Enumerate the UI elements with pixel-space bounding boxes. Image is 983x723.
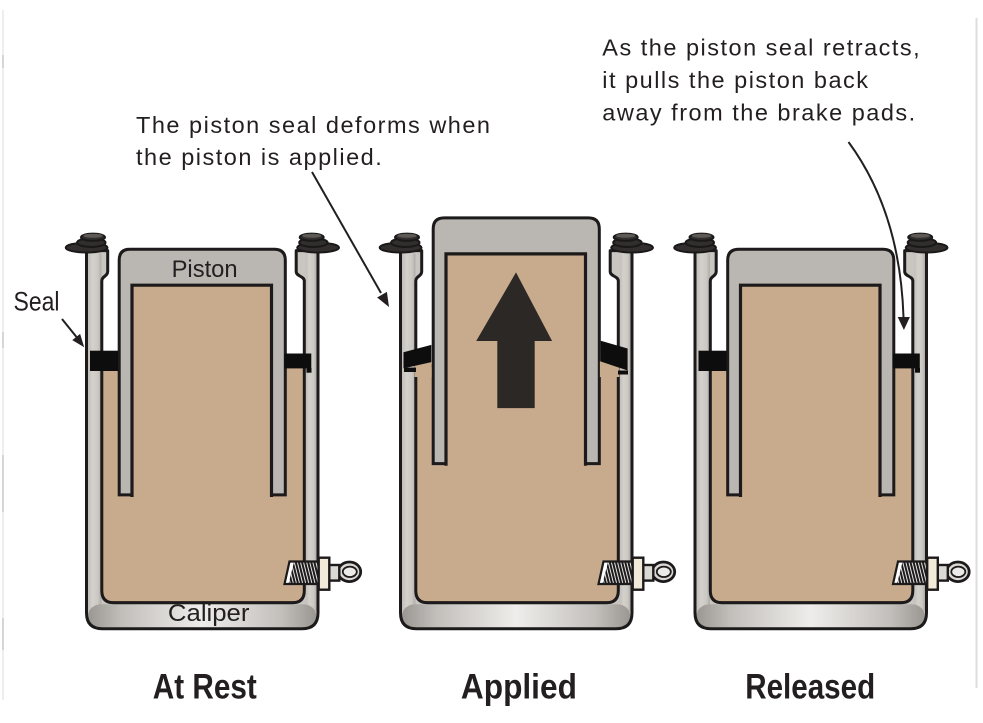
svg-text:The piston seal deforms when: The piston seal deforms when (136, 112, 492, 138)
svg-text:Seal: Seal (14, 287, 60, 317)
svg-text:away from the brake pads.: away from the brake pads. (602, 100, 916, 126)
svg-text:Applied: Applied (461, 667, 577, 706)
svg-text:As the piston seal retracts,: As the piston seal retracts, (602, 35, 921, 61)
svg-text:Caliper: Caliper (168, 600, 250, 627)
svg-text:Released: Released (745, 667, 875, 706)
svg-text:Piston: Piston (172, 256, 238, 283)
svg-text:it pulls the piston back: it pulls the piston back (602, 67, 869, 93)
svg-text:the piston is applied.: the piston is applied. (136, 144, 383, 170)
svg-text:At Rest: At Rest (153, 667, 257, 706)
